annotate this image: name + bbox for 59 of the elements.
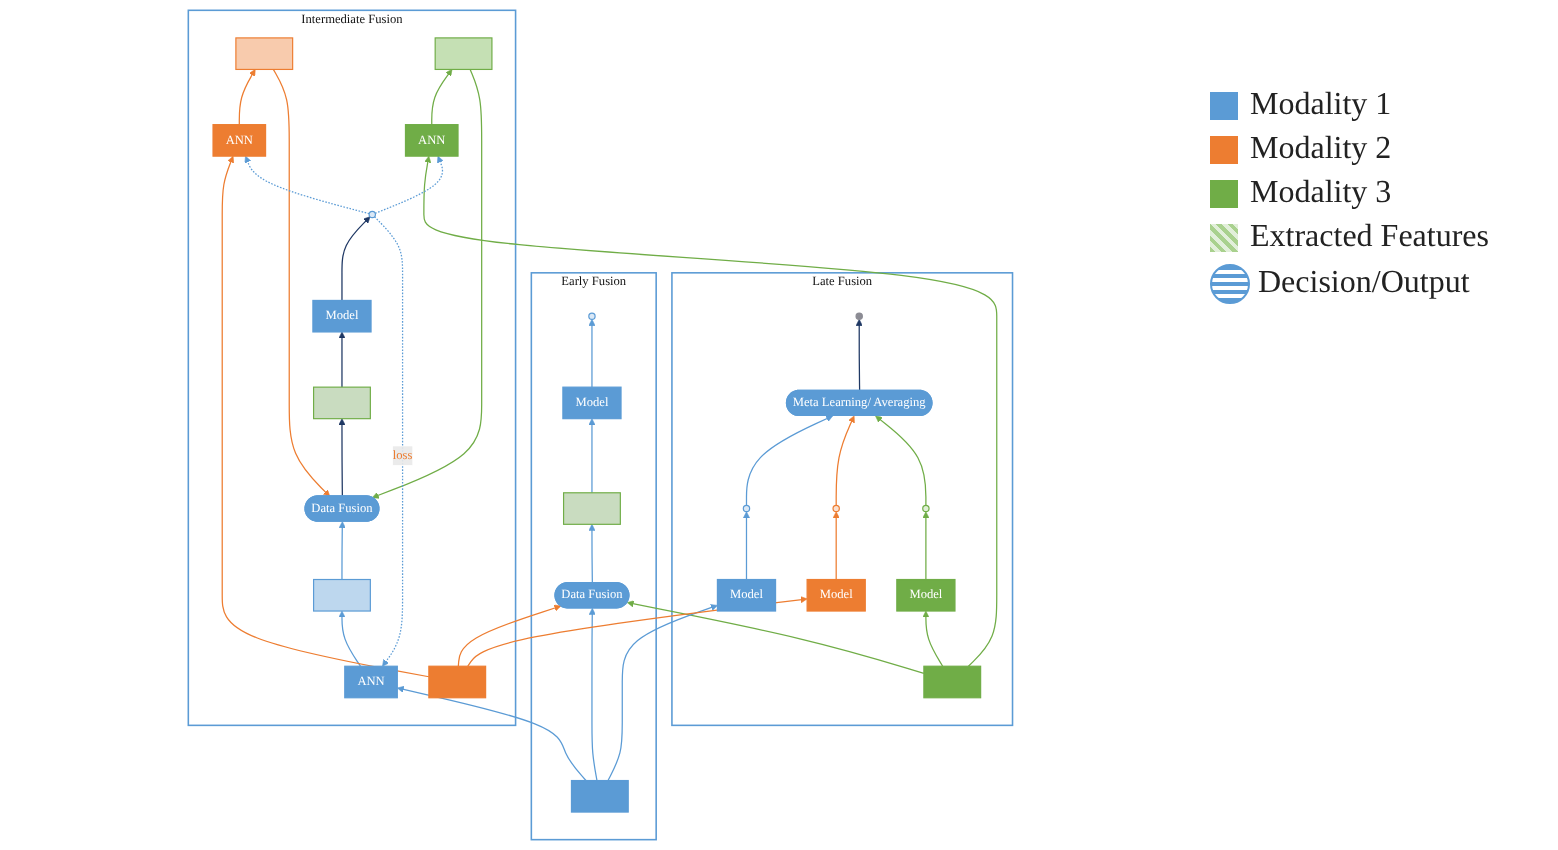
arrow (374, 155, 444, 214)
node-box (561, 386, 622, 420)
node-circle (832, 504, 840, 513)
cluster (187, 9, 516, 727)
arrow (221, 155, 430, 678)
arrow (742, 511, 750, 581)
arrow (606, 604, 718, 782)
node-box (716, 578, 776, 612)
node-bar (562, 492, 621, 525)
arrow (588, 319, 595, 388)
node-box (404, 124, 459, 157)
arrow (626, 600, 925, 674)
node-circle (587, 312, 596, 320)
node-bar (234, 37, 293, 71)
node-box (895, 578, 956, 612)
node-bar (427, 665, 486, 699)
node-box (343, 665, 398, 699)
arrow (373, 216, 403, 667)
node-circle (742, 504, 750, 513)
arrow (338, 418, 345, 497)
arrow (338, 331, 345, 388)
arrow (588, 418, 595, 494)
arrow (874, 415, 927, 507)
node-circle (855, 312, 863, 320)
arrow (835, 415, 855, 507)
legend-label: Modality 2 (1250, 132, 1392, 168)
arrow (338, 610, 361, 667)
node-bar (312, 578, 371, 612)
arrow (922, 610, 943, 667)
arrow (396, 686, 587, 782)
arrow (588, 524, 595, 584)
node-box (311, 299, 372, 333)
arrow (855, 319, 863, 392)
arrow (457, 604, 561, 667)
arrow (371, 68, 482, 499)
node-bar (922, 665, 981, 699)
node-circle (368, 210, 376, 219)
arrow (272, 68, 330, 497)
node-bar (570, 779, 629, 813)
node-box (806, 578, 866, 612)
arrow (588, 607, 598, 782)
arrow (745, 415, 833, 507)
arrow (430, 69, 452, 126)
legend-label: Modality 3 (1250, 176, 1392, 212)
node-box (212, 124, 266, 157)
cluster (530, 272, 657, 841)
arrow (238, 69, 256, 126)
arrow (338, 521, 346, 581)
cluster (670, 272, 1013, 727)
arrow (244, 155, 370, 215)
node-bar (312, 386, 371, 420)
node-circle (921, 504, 930, 513)
legend-label: Modality 1 (1250, 88, 1392, 124)
arrow (832, 511, 840, 581)
arrow (340, 216, 370, 302)
node-bar (434, 37, 493, 71)
arrow (922, 511, 929, 581)
legend-label: Extracted Features (1250, 220, 1489, 256)
legend-label: Decision/Output (1258, 266, 1470, 302)
